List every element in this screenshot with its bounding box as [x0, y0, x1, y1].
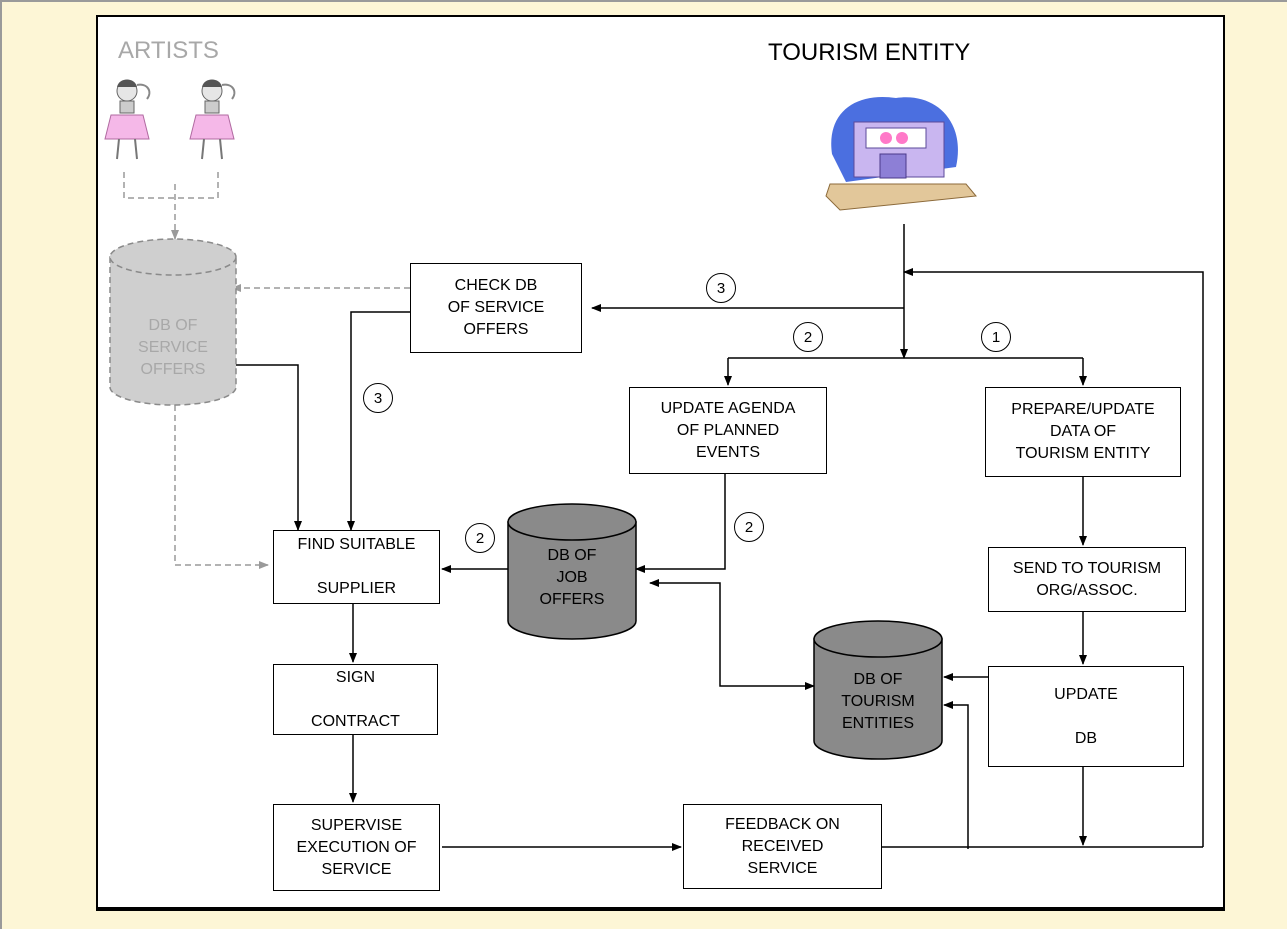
db-tourism-entities-label: DB OF TOURISM ENTITIES [841, 671, 915, 732]
step-3-badge: 3 [706, 273, 736, 303]
artists-title: ARTISTS [118, 37, 219, 64]
feedback-box: FEEDBACK ON RECEIVED SERVICE [683, 804, 882, 889]
send-to-org-box: SEND TO TOURISM ORG/ASSOC. [988, 547, 1186, 612]
connector-lines [104, 79, 1204, 851]
window-border-top [0, 0, 1287, 2]
dancer-icon [189, 79, 236, 160]
find-supplier-box: FIND SUITABLE SUPPLIER [273, 530, 440, 604]
tourism-entity-title: TOURISM ENTITY [768, 39, 971, 66]
diagram-canvas: ARTISTS TOURISM ENTITY DB OF SERVICE OFF… [96, 15, 1225, 909]
step-1-badge: 1 [981, 322, 1011, 352]
update-agenda-box: UPDATE AGENDA OF PLANNED EVENTS [629, 387, 827, 474]
dancer-icon [104, 79, 151, 160]
supervise-box: SUPERVISE EXECUTION OF SERVICE [273, 804, 440, 891]
sign-contract-box: SIGN CONTRACT [273, 664, 438, 735]
step-3-badge: 3 [363, 383, 393, 413]
db-job-offers-shape [507, 503, 637, 640]
db-service-offers-shape [109, 238, 237, 406]
artist-dashed-connectors [123, 172, 410, 569]
prepare-update-box: PREPARE/UPDATE DATA OF TOURISM ENTITY [985, 387, 1181, 477]
db-service-offers-label: DB OF SERVICE OFFERS [138, 317, 208, 378]
check-db-box: CHECK DB OF SERVICE OFFERS [410, 263, 582, 353]
db-job-offers-label: DB OF JOB OFFERS [539, 547, 605, 608]
db-tourism-entities-shape [813, 620, 943, 760]
step-2-badge: 2 [793, 322, 823, 352]
step-2-badge: 2 [734, 512, 764, 542]
update-db-box: UPDATE DB [988, 666, 1184, 767]
theater-building-icon [825, 96, 977, 211]
window-border-left [0, 0, 2, 929]
step-2-badge: 2 [465, 523, 495, 553]
